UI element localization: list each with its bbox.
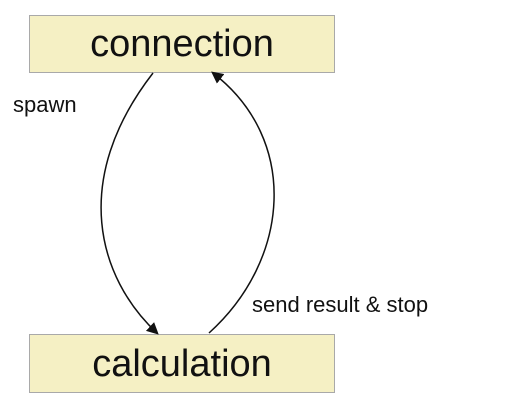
spawn-arrow bbox=[100, 72, 159, 335]
calculation-node-label: calculation bbox=[92, 342, 272, 385]
connection-node-label: connection bbox=[90, 23, 274, 65]
connection-node: connection bbox=[29, 15, 335, 73]
spawn-label: spawn bbox=[13, 92, 77, 117]
send-result-and-stop-label: send result & stop bbox=[252, 292, 429, 317]
calculation-node: calculation bbox=[29, 334, 335, 393]
